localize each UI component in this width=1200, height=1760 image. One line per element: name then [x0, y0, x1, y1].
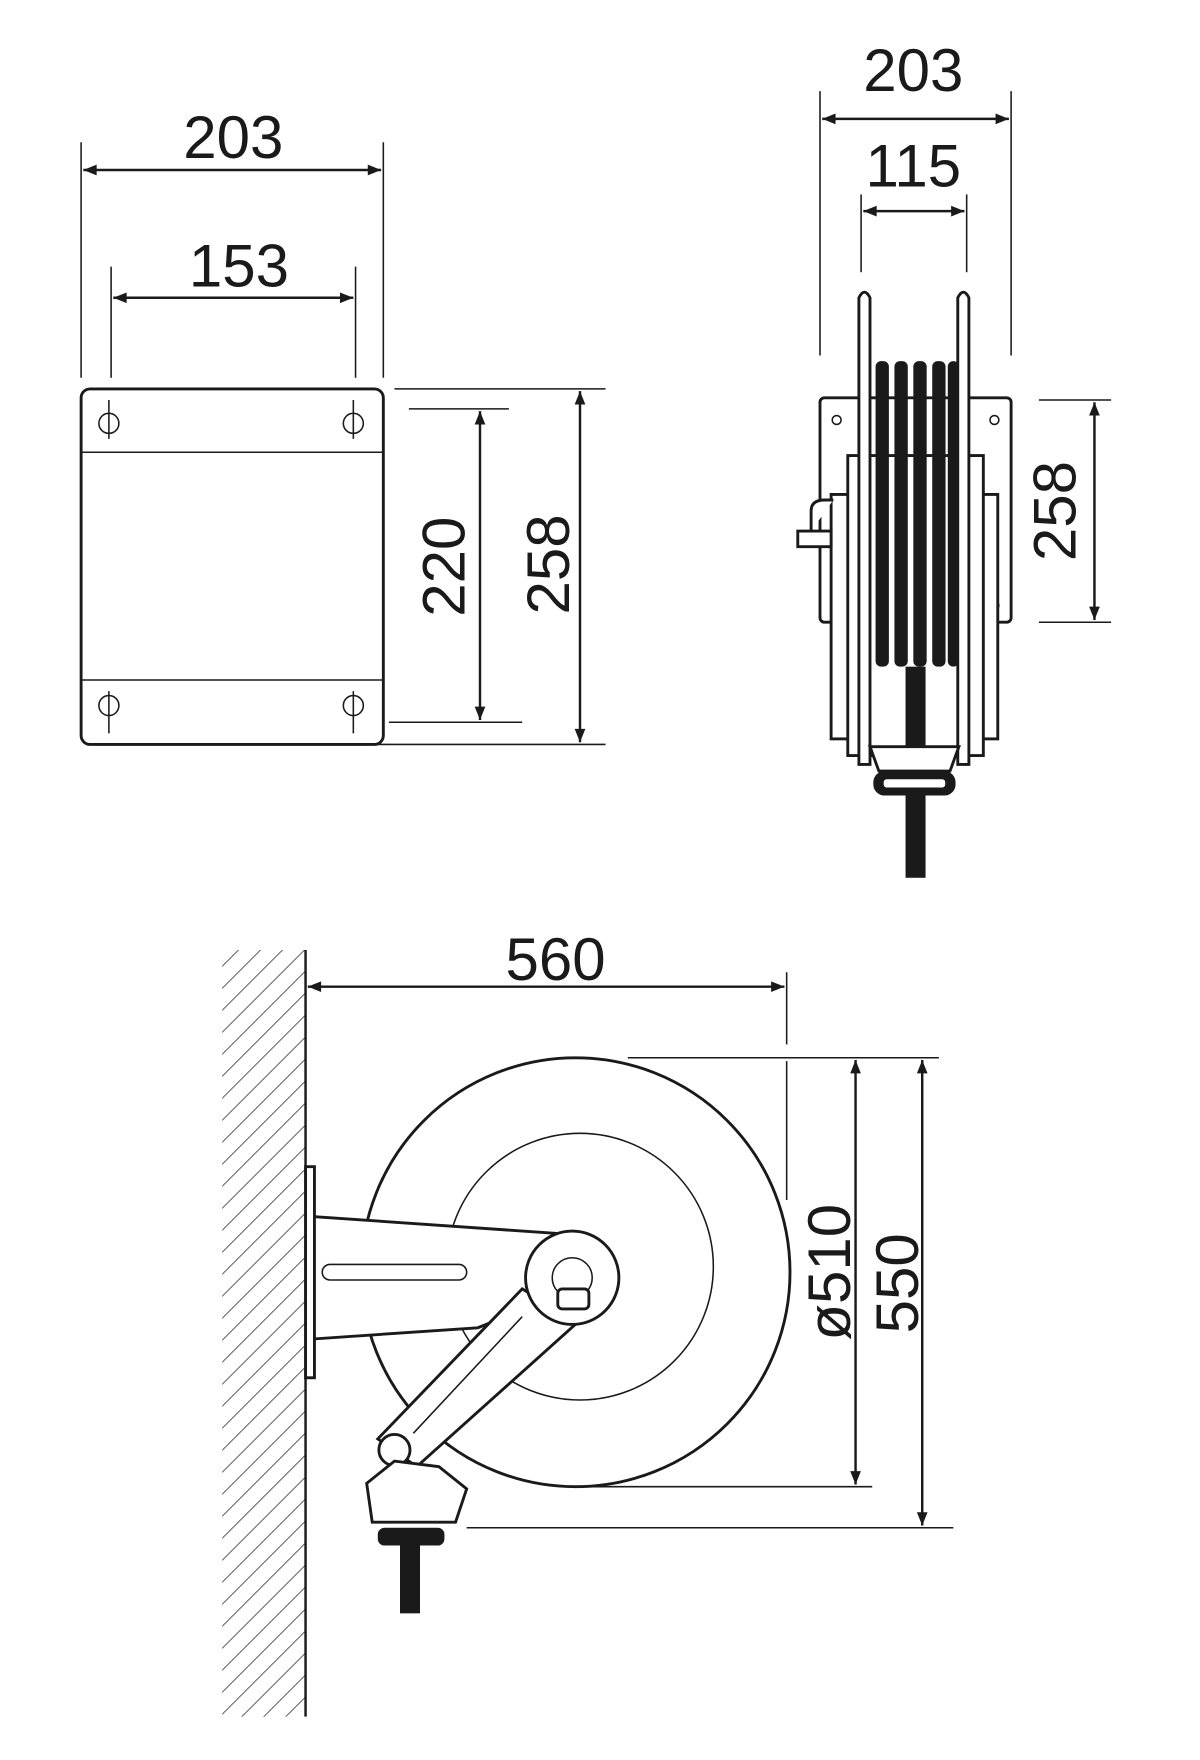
dim-profile-reel-diameter: ø510: [796, 1204, 863, 1341]
dim-front-width-holes: 153: [189, 233, 289, 300]
keyhole-icon: [98, 400, 120, 439]
dim-profile-projection: 560: [506, 926, 606, 993]
dim-front-height-holes: 220: [410, 517, 477, 617]
side-view-reel: [796, 290, 1013, 878]
keyhole-icon: [342, 400, 365, 439]
keyhole-icon: [342, 691, 365, 734]
dim-front-width-outer: 203: [183, 104, 283, 171]
dim-side-width-outer: 203: [863, 37, 963, 104]
dim-front-height-outer: 258: [515, 514, 582, 614]
profile-view-reel: [304, 1056, 792, 1614]
profile-dimension-lines: [304, 972, 954, 1529]
dim-side-width-drum: 115: [866, 133, 962, 200]
hose-coils: [875, 361, 959, 667]
keyhole-icon: [98, 691, 120, 734]
side-dimension-lines: [819, 91, 1112, 624]
front-dimension-lines: [80, 142, 606, 746]
dim-side-height-plate: 258: [1022, 461, 1089, 561]
wall-hatching: [222, 950, 307, 1717]
dim-profile-total-height: 550: [864, 1233, 931, 1333]
front-view-mounting-plate: [79, 387, 385, 746]
